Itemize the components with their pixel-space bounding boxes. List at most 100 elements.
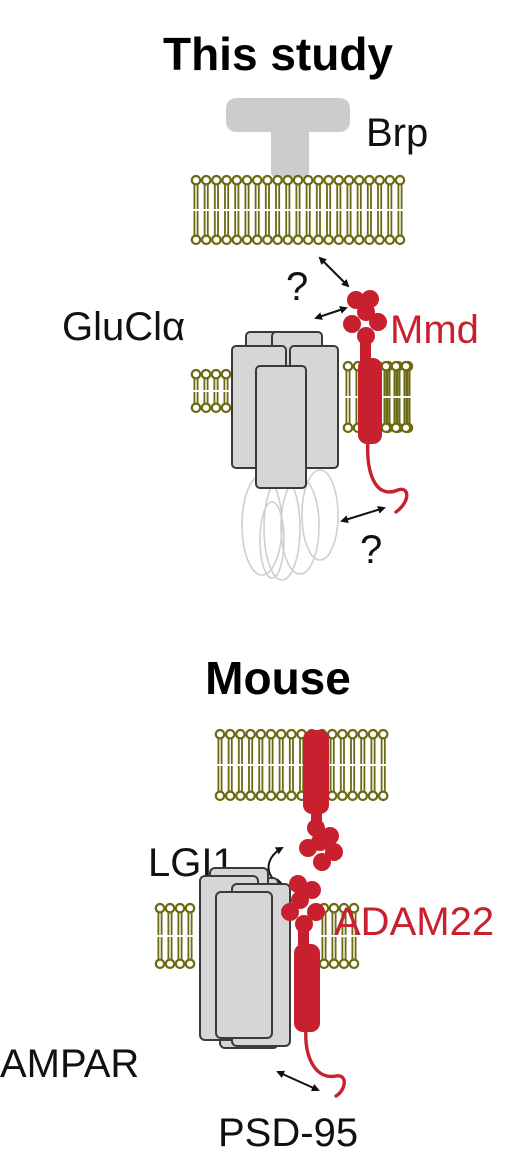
lipid-head xyxy=(220,402,232,414)
lipid-head xyxy=(348,902,360,914)
adam22-protein xyxy=(281,875,346,1098)
lipid-head xyxy=(211,234,222,246)
postsynaptic-membrane-left xyxy=(190,368,232,414)
mmd-glucl-tail-arrow xyxy=(340,505,386,524)
lipid-head xyxy=(302,234,314,246)
lipid-head xyxy=(367,790,379,802)
lipid-head xyxy=(241,174,253,186)
lipid-head xyxy=(313,234,324,246)
lipid-head xyxy=(347,790,358,802)
ampar-label: AMPAR xyxy=(0,1042,139,1086)
lipid-head xyxy=(282,234,294,246)
lipid-head xyxy=(400,422,412,434)
postsynaptic-membrane-mouse-right xyxy=(318,902,360,970)
lipid-head xyxy=(190,368,202,380)
top-panel-title: This study xyxy=(163,28,393,80)
lipid-head xyxy=(231,234,243,246)
lipid-head xyxy=(364,174,375,186)
lipid-head xyxy=(353,234,365,246)
brp-mmd-arrow xyxy=(318,256,350,288)
lipid-head xyxy=(380,422,392,434)
mmd-label: Mmd xyxy=(390,308,479,352)
lipid-head xyxy=(357,728,369,740)
lipid-head xyxy=(364,234,375,246)
lipid-head xyxy=(235,728,246,740)
lipid-head xyxy=(265,790,277,802)
lipid-head xyxy=(272,174,283,186)
lipid-head xyxy=(342,422,354,434)
lipid-head xyxy=(154,902,166,914)
lipid-head xyxy=(214,790,226,802)
lipid-head xyxy=(255,790,267,802)
lipid-head xyxy=(338,902,350,914)
lipid-head xyxy=(275,790,287,802)
lipid-head xyxy=(377,728,389,740)
lipid-head xyxy=(164,902,176,914)
lipid-head xyxy=(184,902,196,914)
lipid-head xyxy=(174,902,186,914)
lipid-head xyxy=(286,728,297,740)
lipid-head xyxy=(251,234,263,246)
lipid-head xyxy=(265,728,277,740)
lipid-head xyxy=(211,174,222,186)
lipid-head xyxy=(231,174,243,186)
lipid-head xyxy=(348,958,360,970)
question-mark-lower: ? xyxy=(360,528,382,572)
lipid-head xyxy=(200,402,212,414)
lipid-head xyxy=(313,174,324,186)
lipid-head xyxy=(326,728,338,740)
lipid-head xyxy=(214,728,226,740)
lipid-head xyxy=(323,174,334,186)
lipid-head xyxy=(374,174,385,186)
lipid-head xyxy=(251,174,263,186)
lipid-head xyxy=(190,234,202,246)
postsynaptic-membrane-mouse-left xyxy=(154,902,196,970)
lipid-head xyxy=(337,790,348,802)
lipid-head xyxy=(275,728,287,740)
lipid-head xyxy=(184,958,196,970)
lipid-head xyxy=(326,790,338,802)
lipid-head xyxy=(262,174,273,186)
ampar-channel xyxy=(199,867,291,1049)
lipid-head xyxy=(224,728,236,740)
glucl-channel xyxy=(231,331,339,581)
lipid-head xyxy=(235,790,246,802)
lipid-head xyxy=(286,790,297,802)
glucl-mmd-arrow xyxy=(314,306,348,320)
mmd-protein xyxy=(343,290,409,514)
lipid-head xyxy=(347,728,358,740)
lipid-head xyxy=(357,790,369,802)
presynaptic-membrane-mouse xyxy=(214,728,389,802)
lipid-head xyxy=(255,728,267,740)
brp-label: Brp xyxy=(366,111,428,155)
lipid-head xyxy=(390,360,402,372)
psd95-arrow xyxy=(276,1070,320,1092)
lipid-head xyxy=(323,234,334,246)
lipid-head xyxy=(292,234,304,246)
lipid-head xyxy=(282,174,294,186)
lipid-head xyxy=(245,790,256,802)
lipid-head xyxy=(343,174,355,186)
lipid-head xyxy=(342,360,354,372)
lipid-head xyxy=(200,234,212,246)
lipid-head xyxy=(245,728,256,740)
psd95-label: PSD-95 xyxy=(218,1111,358,1155)
lipid-head xyxy=(200,368,212,380)
lipid-head xyxy=(221,234,232,246)
lipid-head xyxy=(353,174,365,186)
lipid-head xyxy=(302,174,314,186)
presynaptic-membrane xyxy=(190,174,406,246)
lipid-head xyxy=(210,368,222,380)
presynaptic-adam-protein xyxy=(299,730,343,871)
lipid-head xyxy=(390,422,402,434)
lipid-head xyxy=(377,790,389,802)
lipid-head xyxy=(272,234,283,246)
lipid-head xyxy=(328,902,340,914)
lipid-head xyxy=(154,958,166,970)
lipid-head xyxy=(367,728,379,740)
glucl-label: GluClα xyxy=(62,305,185,349)
lipid-head xyxy=(380,360,392,372)
lipid-head xyxy=(241,234,253,246)
lipid-head xyxy=(220,368,232,380)
lipid-head xyxy=(333,234,345,246)
